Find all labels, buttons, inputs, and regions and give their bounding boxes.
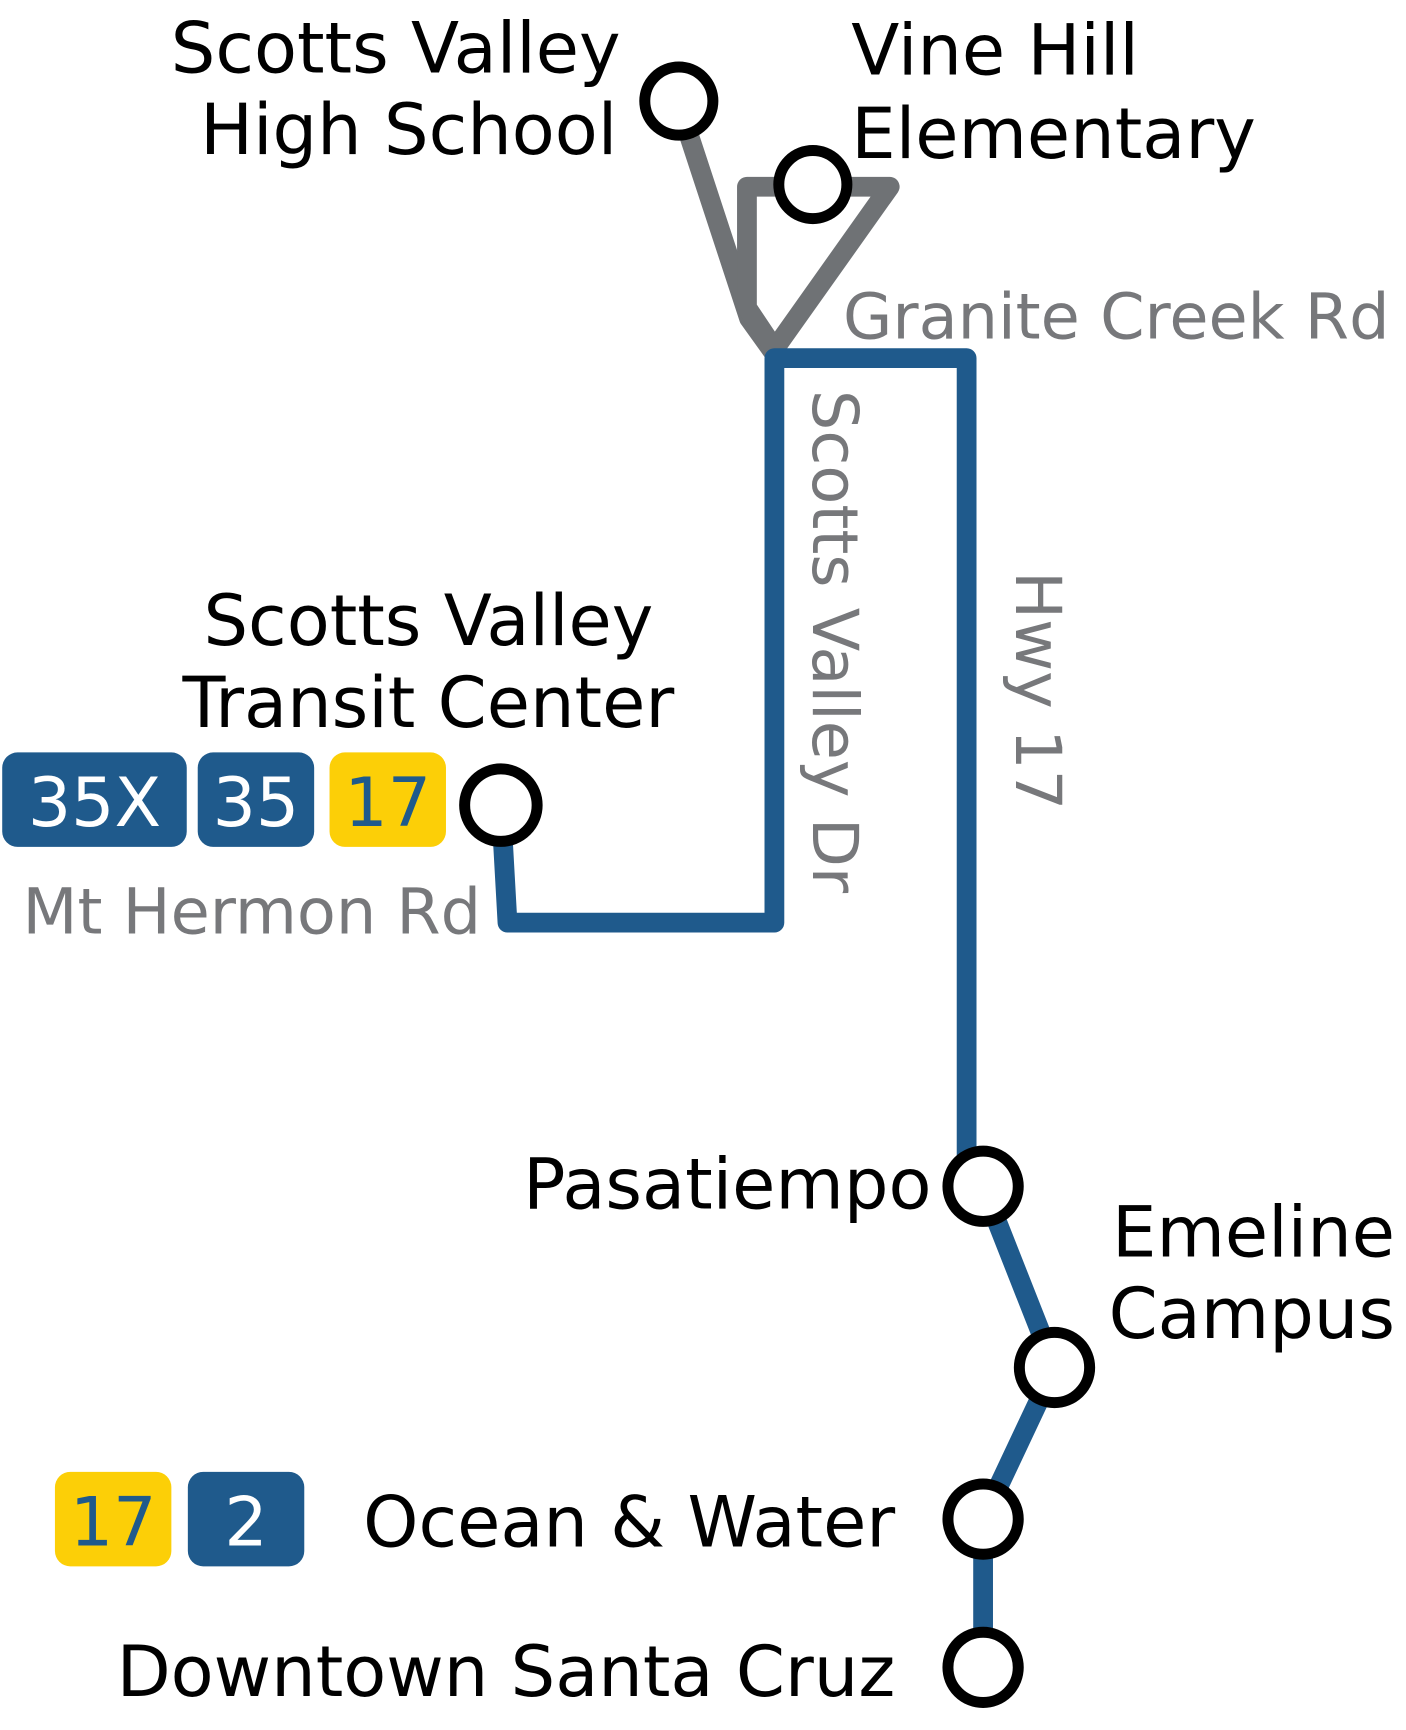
emeline-label-1: Emeline [1112, 1192, 1395, 1274]
stop-svhs[interactable] [639, 61, 719, 141]
route-badge-17-ocean: 17 [54, 1471, 172, 1567]
stop-downtown[interactable] [942, 1626, 1024, 1709]
downtown-label: Downtown Santa Cruz [117, 1631, 896, 1713]
emeline-label-2: Campus [1109, 1273, 1395, 1355]
svhs-label-2: High School [200, 89, 617, 171]
school-branch-line [668, 94, 900, 364]
ocean-water-label: Ocean & Water [363, 1482, 895, 1564]
svg-text:2: 2 [224, 1483, 267, 1562]
stop-emeline[interactable] [1013, 1326, 1096, 1409]
route-badge-2: 2 [187, 1471, 305, 1567]
stop-pasatiempo[interactable] [942, 1145, 1024, 1227]
stop-ocean-water[interactable] [942, 1478, 1024, 1560]
route-badge-35x: 35X [2, 752, 187, 847]
svg-text:17: 17 [344, 764, 431, 843]
street-hwy17: Hwy 17 [1000, 571, 1074, 810]
svg-text:35X: 35X [28, 764, 161, 843]
vine-hill-label-2: Elementary [851, 93, 1256, 175]
svg-text:17: 17 [70, 1483, 157, 1562]
street-granite-creek: Granite Creek Rd [843, 280, 1389, 354]
svtc-label-2: Transit Center [182, 662, 675, 744]
svtc-label-1: Scotts Valley [203, 580, 653, 662]
route-line [491, 348, 1065, 1678]
route-badge-35: 35 [197, 752, 315, 847]
route-badge-17: 17 [329, 752, 446, 847]
svg-text:35: 35 [213, 764, 300, 843]
pasatiempo-label: Pasatiempo [523, 1143, 931, 1225]
stop-svtc[interactable] [459, 763, 543, 847]
stop-vine-hill[interactable] [773, 144, 853, 225]
vine-hill-label-1: Vine Hill [851, 10, 1139, 92]
svhs-label-1: Scotts Valley [171, 7, 621, 89]
street-mt-hermon: Mt Hermon Rd [23, 876, 482, 950]
street-scotts-valley-dr: Scotts Valley Dr [797, 390, 871, 894]
